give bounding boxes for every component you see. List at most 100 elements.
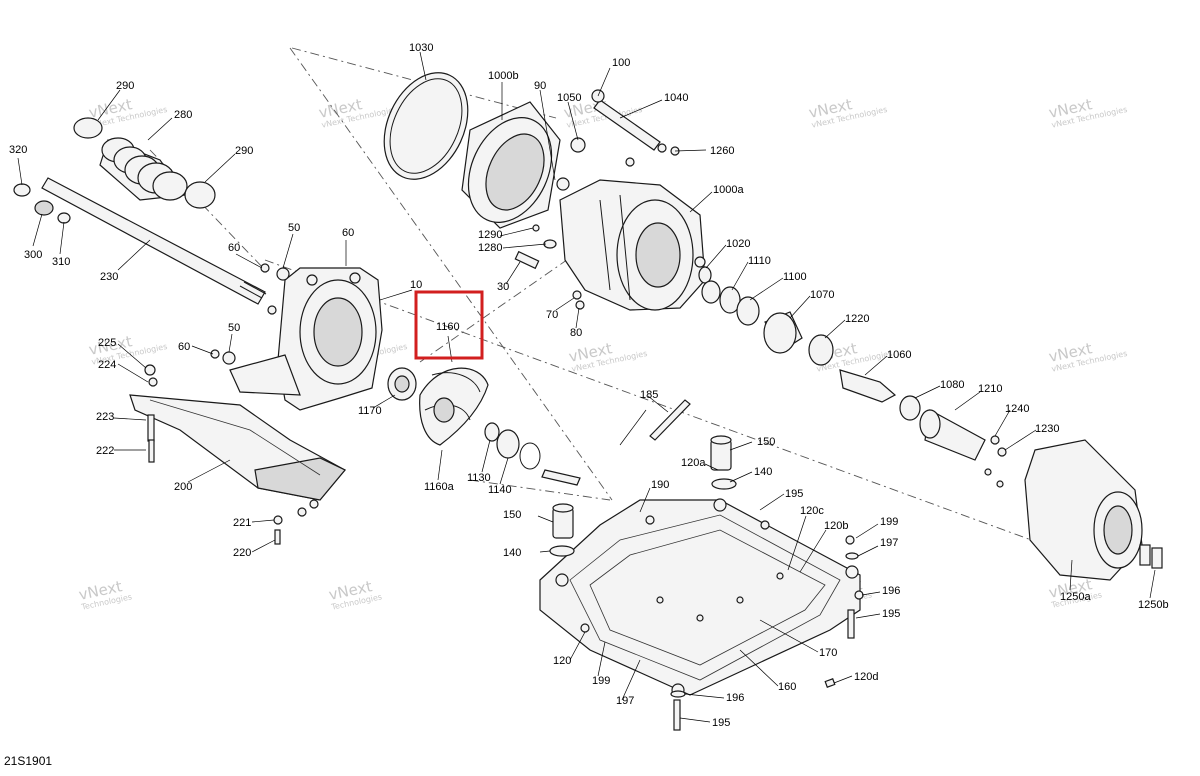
clamp-290-top: [73, 117, 103, 139]
clamp-320: [13, 183, 31, 197]
callout[interactable]: 320: [9, 144, 27, 156]
callout[interactable]: 224: [98, 359, 116, 371]
callout[interactable]: 1000a: [713, 184, 744, 196]
support-plate-120: [539, 498, 861, 697]
callout[interactable]: 1000b: [488, 70, 519, 82]
boot-280: [99, 137, 188, 201]
callout[interactable]: 199: [880, 516, 898, 528]
callout[interactable]: 185: [640, 389, 658, 401]
callout[interactable]: 290: [235, 145, 253, 157]
callout[interactable]: 1100: [783, 271, 807, 283]
callout[interactable]: 120c: [800, 505, 824, 517]
callout[interactable]: 195: [882, 608, 900, 620]
callout[interactable]: 280: [174, 109, 192, 121]
callout[interactable]: 222: [96, 445, 114, 457]
clamp-290-bottom: [184, 181, 216, 209]
callout[interactable]: 196: [726, 692, 744, 704]
fasteners-90-100: [514, 89, 680, 310]
shaft-train: [698, 266, 921, 421]
callout[interactable]: 60: [228, 242, 240, 254]
callout[interactable]: 160: [778, 681, 796, 693]
callout[interactable]: 120b: [824, 520, 848, 532]
callout[interactable]: 1160a: [424, 481, 455, 493]
callout[interactable]: 195: [785, 488, 803, 500]
callout[interactable]: 170: [819, 647, 837, 659]
figure-code: 21S1901: [4, 754, 53, 768]
callout[interactable]: 1160: [436, 321, 460, 333]
callout[interactable]: 140: [754, 466, 772, 478]
ring-310: [57, 212, 71, 224]
callout[interactable]: 70: [546, 309, 558, 321]
callout[interactable]: 100: [612, 57, 630, 69]
ring-1140: [496, 429, 520, 459]
callout[interactable]: 50: [288, 222, 300, 234]
callout[interactable]: 199: [592, 675, 610, 687]
callout[interactable]: 300: [24, 249, 42, 261]
callout[interactable]: 1070: [810, 289, 834, 301]
fasteners-50-60: [210, 263, 290, 365]
callout[interactable]: 90: [534, 80, 546, 92]
bolts-195-196: [670, 535, 864, 731]
callout[interactable]: 120a: [681, 457, 706, 469]
callout[interactable]: 120: [553, 655, 571, 667]
callout[interactable]: 1060: [887, 349, 911, 361]
callout[interactable]: 290: [116, 80, 134, 92]
watermark: vNext vNext Technologies: [1047, 339, 1128, 374]
callout[interactable]: 230: [100, 271, 118, 283]
callout[interactable]: 195: [712, 717, 730, 729]
callout[interactable]: 1140: [488, 484, 512, 496]
callout[interactable]: 80: [570, 327, 582, 339]
callout[interactable]: 1130: [467, 472, 491, 484]
callout[interactable]: 190: [651, 479, 669, 491]
callout[interactable]: 197: [616, 695, 634, 707]
strips-185: [541, 399, 691, 486]
callout[interactable]: 1020: [726, 238, 750, 250]
impeller-1160: [419, 367, 489, 446]
watermark: vNext vNext Technologies: [1047, 95, 1128, 130]
callout[interactable]: 1110: [748, 255, 771, 267]
callout[interactable]: 310: [52, 256, 70, 268]
callout[interactable]: 1210: [978, 383, 1002, 395]
callout[interactable]: 1250b: [1138, 599, 1169, 611]
highlight-box: [414, 290, 484, 360]
callout[interactable]: 196: [882, 585, 900, 597]
callout[interactable]: 1040: [664, 92, 688, 104]
callout[interactable]: 1240: [1005, 403, 1029, 415]
cone-1210: [919, 409, 1007, 488]
callout[interactable]: 220: [233, 547, 251, 559]
callout[interactable]: 50: [228, 322, 240, 334]
callout[interactable]: 1030: [409, 42, 433, 54]
callout[interactable]: 150: [757, 436, 775, 448]
callout[interactable]: 223: [96, 411, 114, 423]
fittings-150-140: [549, 435, 737, 557]
callout[interactable]: 140: [503, 547, 521, 559]
callout[interactable]: 1050: [557, 92, 581, 104]
callout[interactable]: 225: [98, 337, 116, 349]
callout[interactable]: 1250a: [1060, 591, 1091, 603]
callout[interactable]: 1260: [710, 145, 734, 157]
callout[interactable]: 1220: [845, 313, 869, 325]
seal-300: [34, 200, 54, 216]
callout[interactable]: 150: [503, 509, 521, 521]
callout[interactable]: 221: [233, 517, 251, 529]
impeller-group: [387, 367, 541, 470]
leader-lines: [17, 51, 1156, 723]
callout[interactable]: 1230: [1035, 423, 1059, 435]
callout[interactable]: 1280: [478, 242, 502, 254]
callout[interactable]: 30: [497, 281, 509, 293]
callout[interactable]: 1170: [358, 405, 382, 417]
callout[interactable]: 60: [342, 227, 354, 239]
callout[interactable]: 200: [174, 481, 192, 493]
drive-shaft-230: [41, 177, 266, 305]
callout[interactable]: 10: [410, 279, 422, 291]
watermark: vNext Technologies: [77, 577, 133, 612]
callout[interactable]: 1290: [478, 229, 502, 241]
ride-plate-200: [129, 364, 346, 545]
callout[interactable]: 197: [880, 537, 898, 549]
callout[interactable]: 1080: [940, 379, 964, 391]
callout[interactable]: 120d: [854, 671, 878, 683]
housing-10: [229, 267, 383, 411]
callout[interactable]: 60: [178, 341, 190, 353]
watermark: vNext Technologies: [327, 577, 383, 612]
